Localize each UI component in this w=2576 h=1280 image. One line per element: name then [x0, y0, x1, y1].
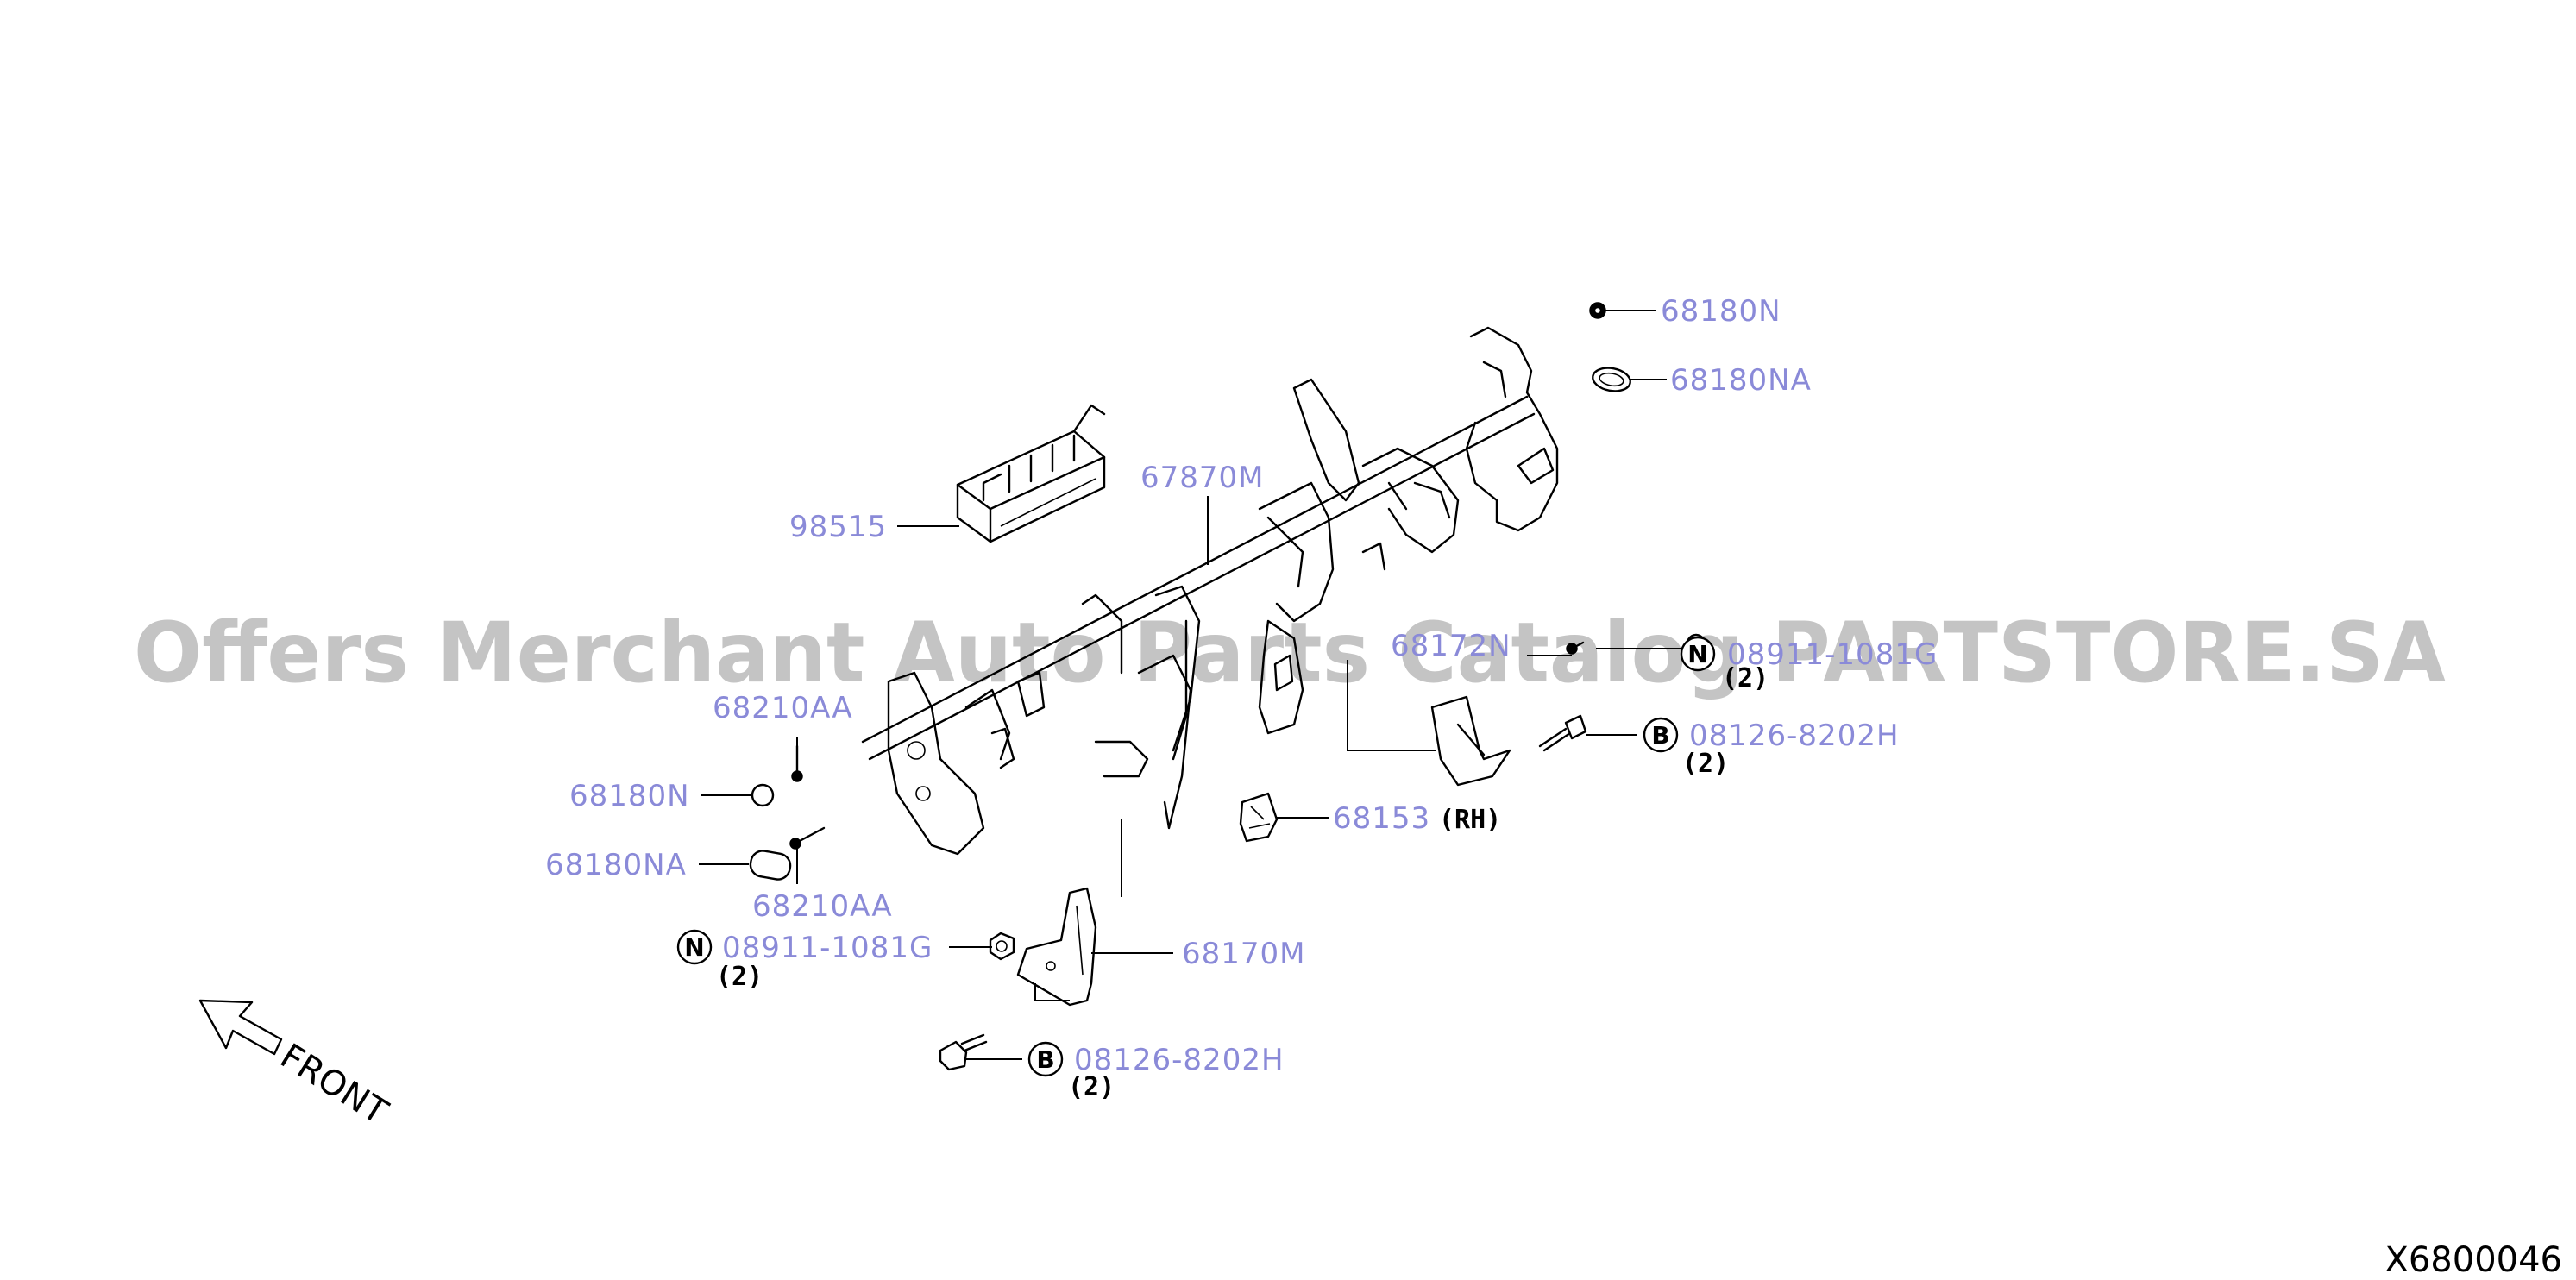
- circle-marker-08911-right: N: [1680, 636, 1716, 672]
- label-67870m: 67870M: [1140, 461, 1265, 495]
- clip-68180n-top: [1589, 302, 1606, 319]
- leader-lines: [699, 310, 1691, 1060]
- qty-08911-left: (2): [716, 962, 763, 992]
- bolt-08126-8202h-right: [1538, 714, 1587, 752]
- label-68180na-left: 68180NA: [545, 848, 687, 882]
- bracket-68172n: [1430, 641, 1585, 787]
- label-68210aa-top: 68210AA: [713, 691, 853, 725]
- svg-text:B: B: [1651, 721, 1669, 750]
- qty-08126-right: (2): [1682, 749, 1729, 779]
- label-08126-8202h-bottom: 08126-8202H: [1074, 1043, 1285, 1077]
- nut-08911-1081g-left: [989, 932, 1015, 961]
- qty-08126-bottom: (2): [1068, 1072, 1115, 1102]
- circled-markers: N B N B: [676, 636, 1716, 1077]
- steering-member-67870m: [861, 326, 1559, 856]
- label-08126-8202h-right: 08126-8202H: [1689, 718, 1900, 753]
- label-68210aa-bottom: 68210AA: [752, 889, 893, 924]
- screw-68210aa-bottom: [789, 826, 826, 850]
- clip-68180n-left: [751, 783, 775, 807]
- front-indicator: FRONT: [198, 999, 395, 1133]
- bolt-08126-8202h-bottom: [939, 1033, 988, 1071]
- label-68170m: 68170M: [1182, 937, 1306, 971]
- circle-marker-08911-left: N: [676, 929, 713, 965]
- circle-marker-08126-bottom: B: [1027, 1041, 1064, 1077]
- bracket-68153-rh: [1239, 792, 1279, 843]
- arrow-front-icon: [198, 999, 283, 1056]
- diagram-id: X6800046: [2384, 1240, 2562, 1280]
- part-labels: 68180N 68180NA 67870M 98515 68172N 08911…: [545, 294, 1938, 1077]
- grommet-68180na-top: [1592, 367, 1631, 392]
- bracket-68170m: [1016, 887, 1097, 1007]
- label-08911-1081g-right: 08911-1081G: [1727, 637, 1938, 672]
- quantity-labels: (2) (2) (2) (2) (RH): [716, 663, 1769, 1102]
- label-68153: 68153: [1333, 801, 1430, 836]
- label-08911-1081g-left: 08911-1081G: [722, 931, 933, 965]
- label-68180n-top: 68180N: [1661, 294, 1781, 329]
- note-68153-rh: (RH): [1439, 805, 1501, 835]
- label-68180na-top: 68180NA: [1670, 363, 1812, 398]
- svg-text:N: N: [1687, 640, 1707, 668]
- circle-marker-08126-right: B: [1643, 717, 1679, 753]
- svg-text:B: B: [1036, 1045, 1054, 1074]
- front-label: FRONT: [273, 1036, 395, 1133]
- label-68172n: 68172N: [1391, 629, 1511, 663]
- grommet-68180na-left: [749, 850, 792, 881]
- qty-08911-right: (2): [1722, 663, 1769, 693]
- label-98515: 98515: [789, 510, 887, 544]
- watermark: Offers Merchant Auto Parts Catalog PARTS…: [134, 605, 2446, 701]
- airbag-module-98515: [956, 404, 1106, 543]
- label-68180n-left: 68180N: [569, 779, 690, 813]
- svg-text:N: N: [684, 933, 704, 962]
